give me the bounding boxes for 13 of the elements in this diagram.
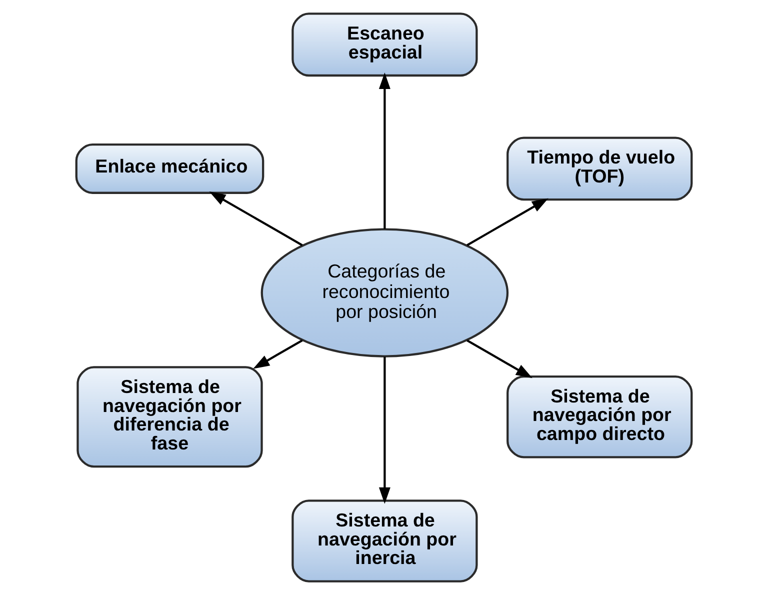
- arrow: [378, 356, 390, 504]
- node-box: Tiempo de vuelo (TOF): [506, 136, 692, 201]
- node-box: Sistema de navegación por inercia: [291, 500, 478, 582]
- arrow: [466, 198, 548, 246]
- arrow: [378, 72, 390, 229]
- node-box: Sistema de navegación por diferencia de fase: [76, 366, 262, 468]
- node-box: Enlace mecánico: [74, 143, 264, 194]
- arrow: [252, 339, 302, 369]
- node-box: Escaneo espacial: [291, 12, 478, 77]
- node-box: Sistema de navegación por campo directo: [506, 376, 692, 458]
- arrow: [466, 339, 532, 378]
- arrow: [208, 192, 302, 246]
- node-ellipse: Categorías de reconocimiento por posición: [260, 228, 508, 358]
